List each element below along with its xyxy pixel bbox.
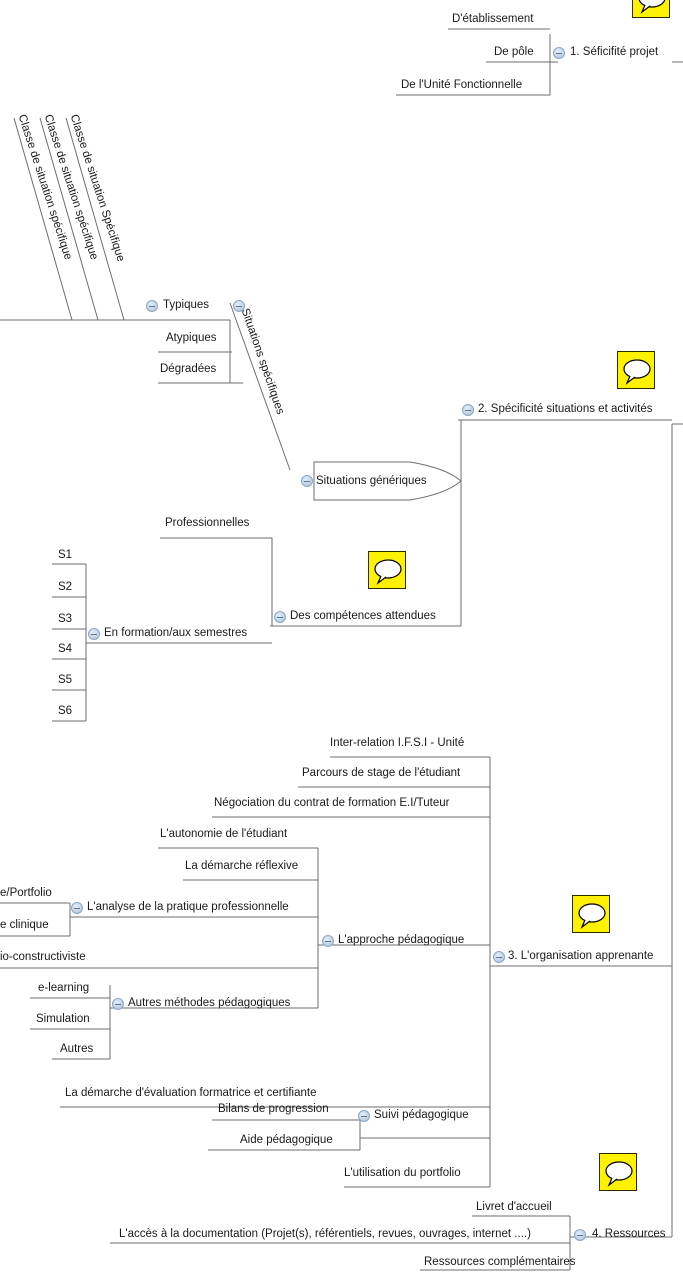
sec3-socio-cut[interactable]: io-constructiviste xyxy=(0,951,86,963)
sec4-ressources[interactable]: Ressources complémentaires xyxy=(424,1256,576,1268)
method-simulation[interactable]: Simulation xyxy=(36,1013,90,1025)
sec2-degradees[interactable]: Dégradées xyxy=(160,363,217,375)
sec2-root[interactable]: 2. Spécificité situations et activités xyxy=(478,403,653,415)
sec3-negociation[interactable]: Négociation du contrat de formation E.I/… xyxy=(214,797,450,809)
sec3-parcours[interactable]: Parcours de stage de l'étudiant xyxy=(302,767,461,779)
sec3-aide[interactable]: Aide pédagogique xyxy=(240,1134,333,1146)
collapse-icon[interactable] xyxy=(233,300,245,312)
collapse-icon[interactable] xyxy=(146,300,158,312)
sec4-livret[interactable]: Livret d'accueil xyxy=(476,1201,552,1213)
collapse-icon[interactable] xyxy=(88,628,100,640)
semester-s1[interactable]: S1 xyxy=(58,549,73,561)
sec4-acces[interactable]: L'accès à la documentation (Projet(s), r… xyxy=(119,1228,531,1240)
collapse-icon[interactable] xyxy=(462,404,474,416)
method-elearning[interactable]: e-learning xyxy=(38,982,90,994)
sec3-clinique-cut[interactable]: e clinique xyxy=(0,919,49,931)
method-autres[interactable]: Autres xyxy=(60,1043,94,1055)
semester-s3[interactable]: S3 xyxy=(58,613,73,625)
sec3-portfolio-use[interactable]: L'utilisation du portfolio xyxy=(344,1167,461,1179)
note-icon[interactable] xyxy=(617,351,655,389)
sec3-analyse[interactable]: L'analyse de la pratique professionnelle xyxy=(87,901,289,913)
sec3-evaluation[interactable]: La démarche d'évaluation formatrice et c… xyxy=(65,1087,317,1099)
sec3-portfolio-cut[interactable]: e/Portfolio xyxy=(0,887,52,899)
sec4-root[interactable]: 4. Ressources xyxy=(592,1228,666,1240)
sec3-reflexive[interactable]: La démarche réflexive xyxy=(185,860,299,872)
sec2-typiques[interactable]: Typiques xyxy=(163,299,210,311)
collapse-icon[interactable] xyxy=(493,951,505,963)
sec2-competences[interactable]: Des compétences attendues xyxy=(290,610,436,622)
semester-s2[interactable]: S2 xyxy=(58,581,73,593)
semester-s6[interactable]: S6 xyxy=(58,705,73,717)
sec3-root[interactable]: 3. L'organisation apprenante xyxy=(508,950,654,962)
collapse-icon[interactable] xyxy=(358,1110,370,1122)
semester-s4[interactable]: S4 xyxy=(58,643,73,655)
sec1-item-etablissement[interactable]: D'établissement xyxy=(452,13,534,25)
sec1-root[interactable]: 1. Séficifité projet xyxy=(570,46,659,58)
note-icon[interactable] xyxy=(632,0,670,18)
collapse-icon[interactable] xyxy=(71,902,83,914)
sec3-autres-methodes[interactable]: Autres méthodes pédagogiques xyxy=(128,997,291,1009)
note-icon[interactable] xyxy=(368,551,406,589)
sec1-item-unite[interactable]: De l'Unité Fonctionnelle xyxy=(401,79,523,91)
sec3-suivi[interactable]: Suivi pédagogique xyxy=(374,1109,469,1121)
sec3-inter-relation[interactable]: Inter-relation I.F.S.I - Unité xyxy=(330,737,465,749)
sec1-item-pole[interactable]: De pôle xyxy=(494,46,534,58)
sec3-autonomie[interactable]: L'autonomie de l'étudiant xyxy=(160,828,288,840)
semester-s5[interactable]: S5 xyxy=(58,674,73,686)
sec2-atypiques[interactable]: Atypiques xyxy=(166,332,217,344)
sec2-professionnelles[interactable]: Professionnelles xyxy=(165,517,250,529)
note-icon[interactable] xyxy=(572,895,610,933)
sec2-formation[interactable]: En formation/aux semestres xyxy=(104,627,248,639)
collapse-icon[interactable] xyxy=(112,998,124,1010)
sec3-bilans[interactable]: Bilans de progression xyxy=(218,1103,329,1115)
collapse-icon[interactable] xyxy=(274,611,286,623)
collapse-icon[interactable] xyxy=(322,935,334,947)
collapse-icon[interactable] xyxy=(301,475,313,487)
sec3-approche[interactable]: L'approche pédagogique xyxy=(338,934,465,946)
collapse-icon[interactable] xyxy=(574,1229,586,1241)
collapse-icon[interactable] xyxy=(553,47,565,59)
note-icon[interactable] xyxy=(599,1153,637,1191)
sec2-situations-generiques[interactable]: Situations génériques xyxy=(316,475,427,487)
